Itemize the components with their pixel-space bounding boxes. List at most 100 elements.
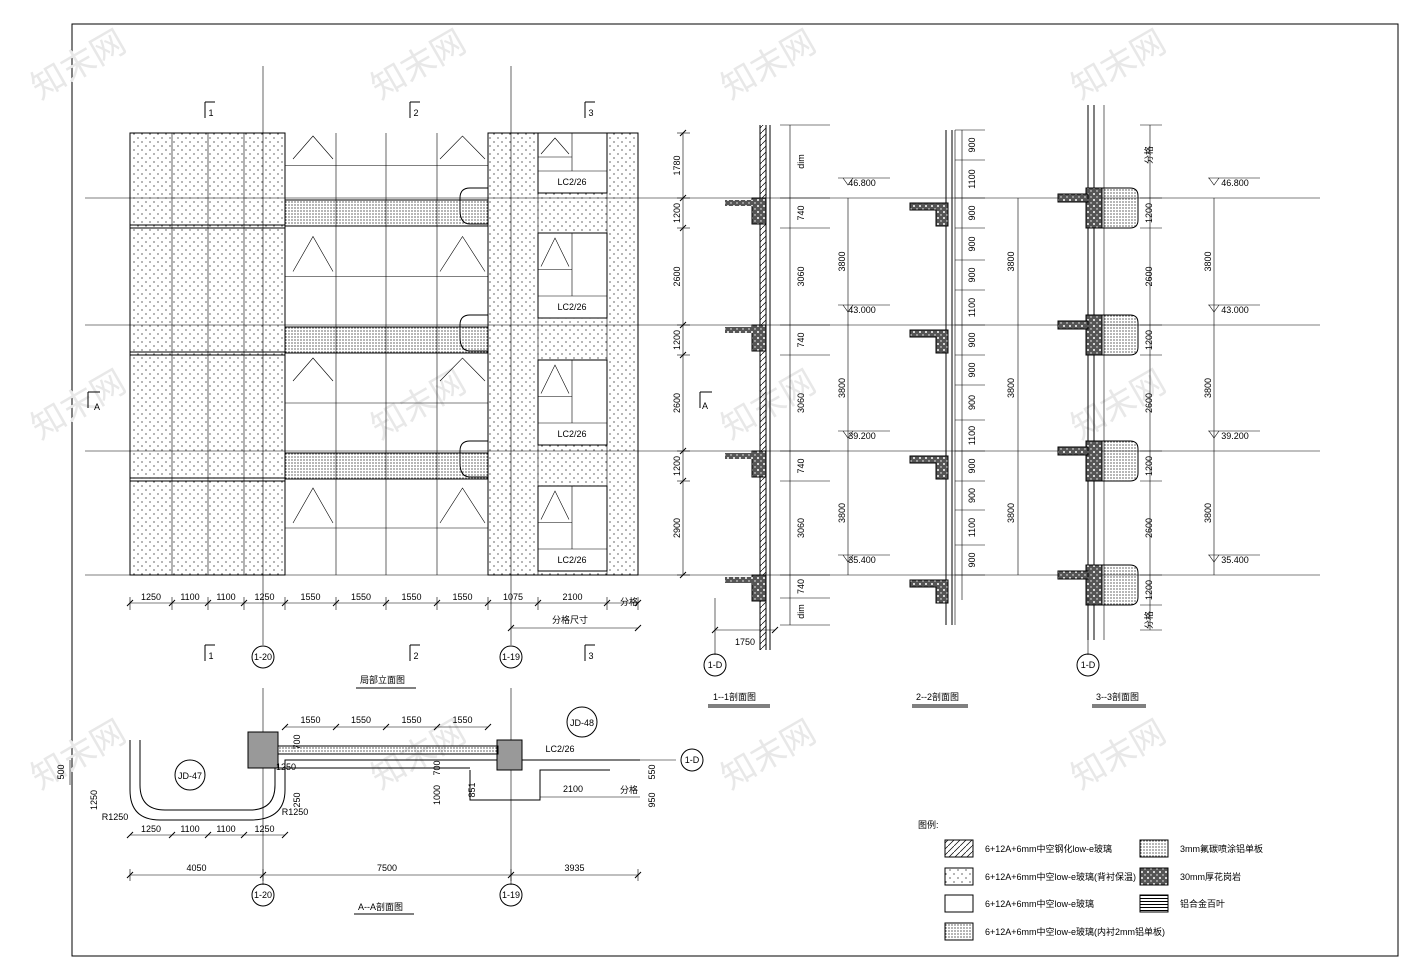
legend-swatch-aluminum-panel: [1139, 839, 1169, 858]
dimension-label: 950: [647, 792, 657, 807]
plan-title: A--A剖面图: [358, 901, 403, 912]
dim-tick: [126, 871, 134, 879]
slab-section: [909, 329, 949, 354]
dimension-label: 900: [967, 236, 977, 251]
dim-tick: [484, 723, 492, 731]
axis-bubble: [680, 748, 704, 772]
detail-tag: JD-47: [178, 771, 202, 781]
axis-label: 1-19: [502, 652, 520, 662]
ledge-section: [1057, 320, 1089, 330]
dimension-label: 1100: [967, 169, 977, 188]
axis-label: 1-20: [254, 890, 272, 900]
window-LC2-26: [537, 232, 608, 319]
slab-section: [909, 579, 949, 604]
geometry: [69, 66, 1320, 907]
plan-split-label: 分格: [620, 784, 638, 795]
slab-section: [751, 450, 767, 478]
axis-bubble: [251, 645, 275, 669]
section1-title: 1--1剖面图: [713, 691, 756, 702]
open-sash-mark: [439, 135, 486, 160]
legend-label: 6+12A+6mm中空钢化low-e玻璃: [985, 843, 1112, 854]
dimension-label: 3800: [1006, 378, 1016, 398]
axis-label: 1-D: [708, 660, 723, 670]
dimension-label: 3935: [564, 863, 584, 873]
sunshade-section: [1102, 564, 1139, 606]
section-mark: 1: [208, 651, 213, 661]
open-sash-mark: [292, 135, 334, 160]
dimension-label: 900: [967, 137, 977, 152]
dim-tick: [240, 599, 248, 607]
dim-tick: [679, 571, 687, 579]
slab-section: [909, 455, 949, 480]
dimension-label: 1000: [432, 785, 442, 805]
dimension-label: 1100: [967, 298, 977, 317]
section2-title: 2--2剖面图: [916, 691, 959, 702]
dimension-label: 900: [967, 552, 977, 567]
watermark: 知末网: [715, 712, 823, 798]
window-tag: LC2/26: [557, 177, 586, 187]
dim-tick: [240, 831, 248, 839]
split-label: 分格: [620, 596, 638, 607]
dim-tick: [679, 447, 687, 455]
dim-tick: [634, 624, 642, 632]
dim-tick: [281, 831, 289, 839]
dimension-label: 500: [56, 764, 66, 779]
dimension-label: 1550: [452, 592, 472, 602]
dim-tick: [433, 599, 441, 607]
column: [496, 739, 523, 771]
detail-bubble: [174, 759, 206, 791]
open-sash-mark: [540, 237, 570, 267]
level-marker: [842, 177, 854, 186]
dim-tick: [382, 723, 390, 731]
spandrel-panel: [284, 199, 489, 227]
dimension-label: 740: [796, 458, 806, 473]
axis-bubble: [499, 883, 523, 907]
dim-tick: [507, 624, 515, 632]
plan-glass: [277, 745, 499, 755]
watermark: 知末网: [1065, 362, 1173, 448]
legend-label: 6+12A+6mm中空low-e玻璃: [985, 898, 1094, 909]
dimension-label: 1750: [735, 637, 755, 647]
dimension-label: 900: [967, 458, 977, 473]
window-tag: LC2/26: [545, 744, 574, 754]
dimension-label: 3060: [796, 266, 806, 286]
legend: 图例: 6+12A+6mm中空钢化low-e玻璃 6+12A+6mm中空low-…: [918, 819, 1263, 941]
dimension-label: 1200: [672, 203, 682, 223]
axis-bubble: [1076, 653, 1100, 677]
watermark: 知末网: [715, 362, 823, 448]
watermark: 知末网: [1065, 712, 1173, 798]
dim-tick: [603, 599, 611, 607]
slab-section: [751, 197, 767, 225]
dimension-label: 900: [967, 488, 977, 503]
ledge-section: [1057, 570, 1089, 580]
dimension-label: 3800: [837, 378, 847, 398]
dim-tick: [281, 723, 289, 731]
dimension-label: 700: [292, 734, 302, 749]
dimension-label: 2900: [672, 518, 682, 538]
legend-swatch-insulated-glass: [944, 867, 974, 886]
dimension-label: 1200: [1144, 330, 1154, 350]
dimension-label: 2600: [672, 393, 682, 413]
dimension-label: 2600: [1144, 518, 1154, 538]
open-sash-mark: [540, 364, 570, 394]
plan-outline: [139, 740, 470, 811]
sunshade-section: [1102, 187, 1139, 229]
sunshade-section: [725, 453, 755, 459]
axis-label: 1-20: [254, 652, 272, 662]
dimension-label: 2100: [562, 592, 582, 602]
dimension-label: 1100: [216, 592, 235, 602]
sunshade-profile: [459, 440, 488, 478]
dimension-label: 250: [292, 792, 302, 807]
dimension-label: 1250: [141, 592, 161, 602]
dim-tick: [382, 599, 390, 607]
window-LC2-26: [537, 359, 608, 446]
dim-tick: [679, 224, 687, 232]
dim-tick: [433, 723, 441, 731]
open-sash-mark: [292, 235, 334, 272]
level-label: 46.800: [848, 178, 876, 188]
level-marker: [842, 554, 854, 563]
section-mark: 1: [208, 108, 213, 118]
ledge-section: [1057, 446, 1089, 456]
drawing-border: [71, 23, 1399, 957]
